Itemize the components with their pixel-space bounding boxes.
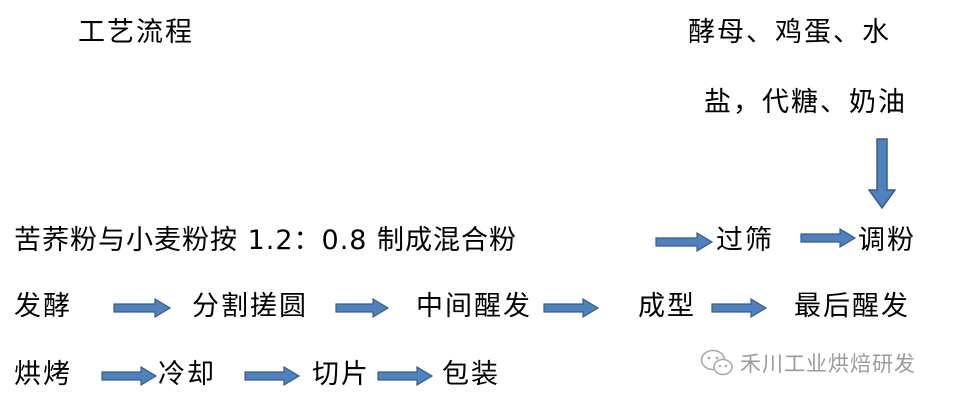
arrow-right-4 xyxy=(335,298,389,318)
ingredients-line-2: 盐，代糖、奶油 xyxy=(704,87,907,118)
diagram-title: 工艺流程 xyxy=(78,17,194,48)
step-shape: 成型 xyxy=(638,291,696,322)
arrow-right-8 xyxy=(244,366,300,386)
step-cool: 冷却 xyxy=(158,359,216,390)
step-intermediate-proof: 中间醒发 xyxy=(416,291,532,322)
step-blend: 调粉 xyxy=(858,225,916,256)
arrow-right-1 xyxy=(655,232,713,252)
step-pack: 包装 xyxy=(442,359,500,390)
step-bake: 烘烤 xyxy=(14,359,72,390)
ingredients-line-1: 酵母、鸡蛋、水 xyxy=(688,17,891,48)
wechat-icon xyxy=(700,349,733,376)
step-mix-flour: 苦荞粉与小麦粉按 1.2：0.8 制成混合粉 xyxy=(14,225,518,256)
arrow-right-5 xyxy=(543,298,599,318)
arrow-right-3 xyxy=(113,298,171,318)
step-divide-round: 分割搓圆 xyxy=(192,291,308,322)
watermark: 禾川工业烘焙研发 xyxy=(700,345,916,381)
watermark-text: 禾川工业烘焙研发 xyxy=(740,352,916,376)
arrow-right-9 xyxy=(377,366,433,386)
arrow-right-6 xyxy=(711,298,767,318)
step-sieve: 过筛 xyxy=(716,225,774,256)
step-ferment: 发酵 xyxy=(14,291,72,322)
step-slice: 切片 xyxy=(312,359,370,390)
arrow-down-ingredients xyxy=(868,138,896,210)
step-final-proof: 最后醒发 xyxy=(794,291,910,322)
arrow-right-7 xyxy=(101,366,157,386)
arrow-right-2 xyxy=(800,228,856,248)
